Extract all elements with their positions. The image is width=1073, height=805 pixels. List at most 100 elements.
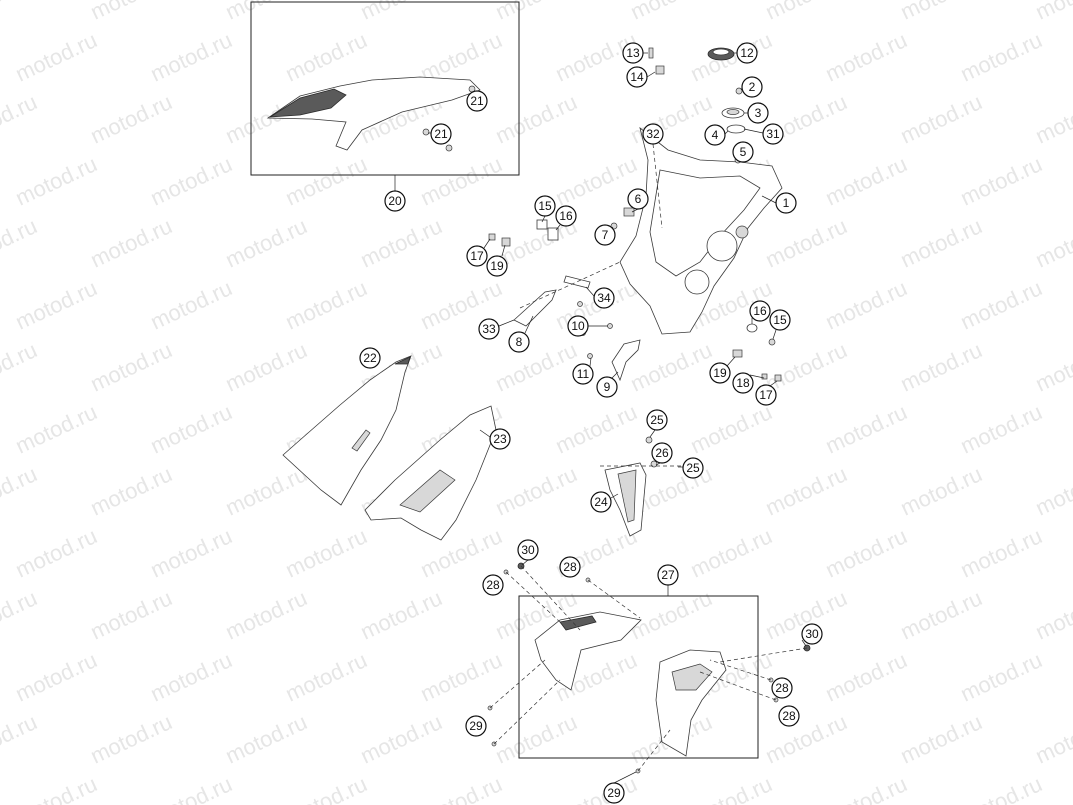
callout-20: 20 <box>384 190 406 212</box>
callout-4: 4 <box>704 124 726 146</box>
callout-number: 2 <box>749 80 756 94</box>
watermark-text: motod.ru <box>87 0 176 25</box>
tank-spoiler-part <box>600 429 683 537</box>
watermark-text: motod.ru <box>87 89 176 148</box>
watermark-text: motod.ru <box>492 89 581 148</box>
callout-number: 28 <box>782 709 796 723</box>
detail-box-tank-cover <box>250 1 520 191</box>
watermark-text: motod.ru <box>897 0 986 25</box>
watermark-text: motod.ru <box>957 771 1046 805</box>
callout-number: 22 <box>363 351 377 365</box>
detail-box-lower-panels <box>487 559 811 784</box>
watermark-text: motod.ru <box>87 585 176 644</box>
watermark-text: motod.ru <box>627 585 716 644</box>
callout-number: 25 <box>686 461 700 475</box>
callout-28: 28 <box>559 556 581 578</box>
callout-number: 28 <box>563 560 577 574</box>
watermark-text: motod.ru <box>147 771 236 805</box>
watermark-text: motod.ru <box>147 27 236 86</box>
watermark-text: motod.ru <box>0 0 41 25</box>
callout-number: 18 <box>736 376 750 390</box>
callout-number: 30 <box>805 627 819 641</box>
watermark-text: motod.ru <box>87 213 176 272</box>
callout-number: 21 <box>434 127 448 141</box>
watermark-text: motod.ru <box>0 213 41 272</box>
watermark-text: motod.ru <box>0 337 41 396</box>
callout-number: 34 <box>597 291 611 305</box>
watermark-text: motod.ru <box>1032 585 1073 644</box>
side-panel-right <box>364 405 497 541</box>
callout-number: 6 <box>635 192 642 206</box>
watermark-text: motod.ru <box>762 709 851 768</box>
tank-cover-grip <box>269 88 347 118</box>
watermark-text: motod.ru <box>282 647 371 706</box>
callout-9: 9 <box>596 376 618 398</box>
right-mounting-parts <box>726 318 782 387</box>
callout-27: 27 <box>657 564 679 586</box>
watermark-text: motod.ru <box>897 89 986 148</box>
watermark-text: motod.ru <box>282 771 371 805</box>
callout-number: 30 <box>521 543 535 557</box>
watermark-text: motod.ru <box>12 27 101 86</box>
callout-34: 34 <box>593 287 615 309</box>
watermark-text: motod.ru <box>12 523 101 582</box>
callout-13: 13 <box>622 42 644 64</box>
callout-3: 3 <box>747 102 769 124</box>
callout-26: 26 <box>651 442 673 464</box>
watermark-text: motod.ru <box>957 27 1046 86</box>
fuel-tank-frame <box>619 126 783 335</box>
watermark-text: motod.ru <box>897 461 986 520</box>
watermark-text: motod.ru <box>147 151 236 210</box>
callout-number: 26 <box>655 446 669 460</box>
callout-number: 28 <box>775 681 789 695</box>
watermark-text: motod.ru <box>147 275 236 334</box>
callout-number: 5 <box>740 145 747 159</box>
watermark-text: motod.ru <box>957 399 1046 458</box>
watermark-text: motod.ru <box>0 89 41 148</box>
callout-number: 29 <box>469 719 483 733</box>
watermark-text: motod.ru <box>0 461 41 520</box>
callout-25: 25 <box>646 409 668 431</box>
watermark-text: motod.ru <box>87 461 176 520</box>
watermark-text: motod.ru <box>282 275 371 334</box>
callout-24: 24 <box>590 491 612 513</box>
callout-number: 1 <box>783 196 790 210</box>
callout-15: 15 <box>534 195 556 217</box>
watermark-text: motod.ru <box>762 337 851 396</box>
callout-28: 28 <box>771 677 793 699</box>
callout-number: 8 <box>516 335 523 349</box>
watermark-text: motod.ru <box>897 709 986 768</box>
watermark-text: motod.ru <box>222 337 311 396</box>
watermark-text: motod.ru <box>222 0 311 25</box>
callouts: 20 21 21 13 14 12 2 3 4 31 5 32 1 6 7 15… <box>359 42 823 804</box>
callout-number: 10 <box>571 319 585 333</box>
callout-28: 28 <box>778 705 800 727</box>
callout-18: 18 <box>732 372 754 394</box>
watermark-text: motod.ru <box>1032 0 1073 25</box>
watermark-text: motod.ru <box>1032 461 1073 520</box>
watermark-text: motod.ru <box>0 585 41 644</box>
callout-number: 11 <box>577 367 590 381</box>
callout-number: 24 <box>594 495 608 509</box>
watermark-text: motod.ru <box>12 647 101 706</box>
callout-number: 31 <box>766 127 780 141</box>
callout-23: 23 <box>489 428 511 450</box>
callout-number: 9 <box>604 380 611 394</box>
watermark-text: motod.ru <box>687 399 776 458</box>
callout-number: 12 <box>740 46 754 60</box>
callout-number: 3 <box>755 106 762 120</box>
callout-number: 15 <box>773 313 787 327</box>
watermark-text: motod.ru <box>822 275 911 334</box>
watermark-text: motod.ru <box>282 523 371 582</box>
watermark-text: motod.ru <box>957 647 1046 706</box>
callout-number: 27 <box>661 568 675 582</box>
callout-7: 7 <box>594 224 616 246</box>
watermark-text: motod.ru <box>1032 89 1073 148</box>
callout-22: 22 <box>359 347 381 369</box>
watermark-text: motod.ru <box>357 585 446 644</box>
callout-number: 16 <box>753 304 767 318</box>
watermark-text: motod.ru <box>552 151 641 210</box>
callout-17: 17 <box>755 384 777 406</box>
watermark-text: motod.ru <box>492 0 581 25</box>
